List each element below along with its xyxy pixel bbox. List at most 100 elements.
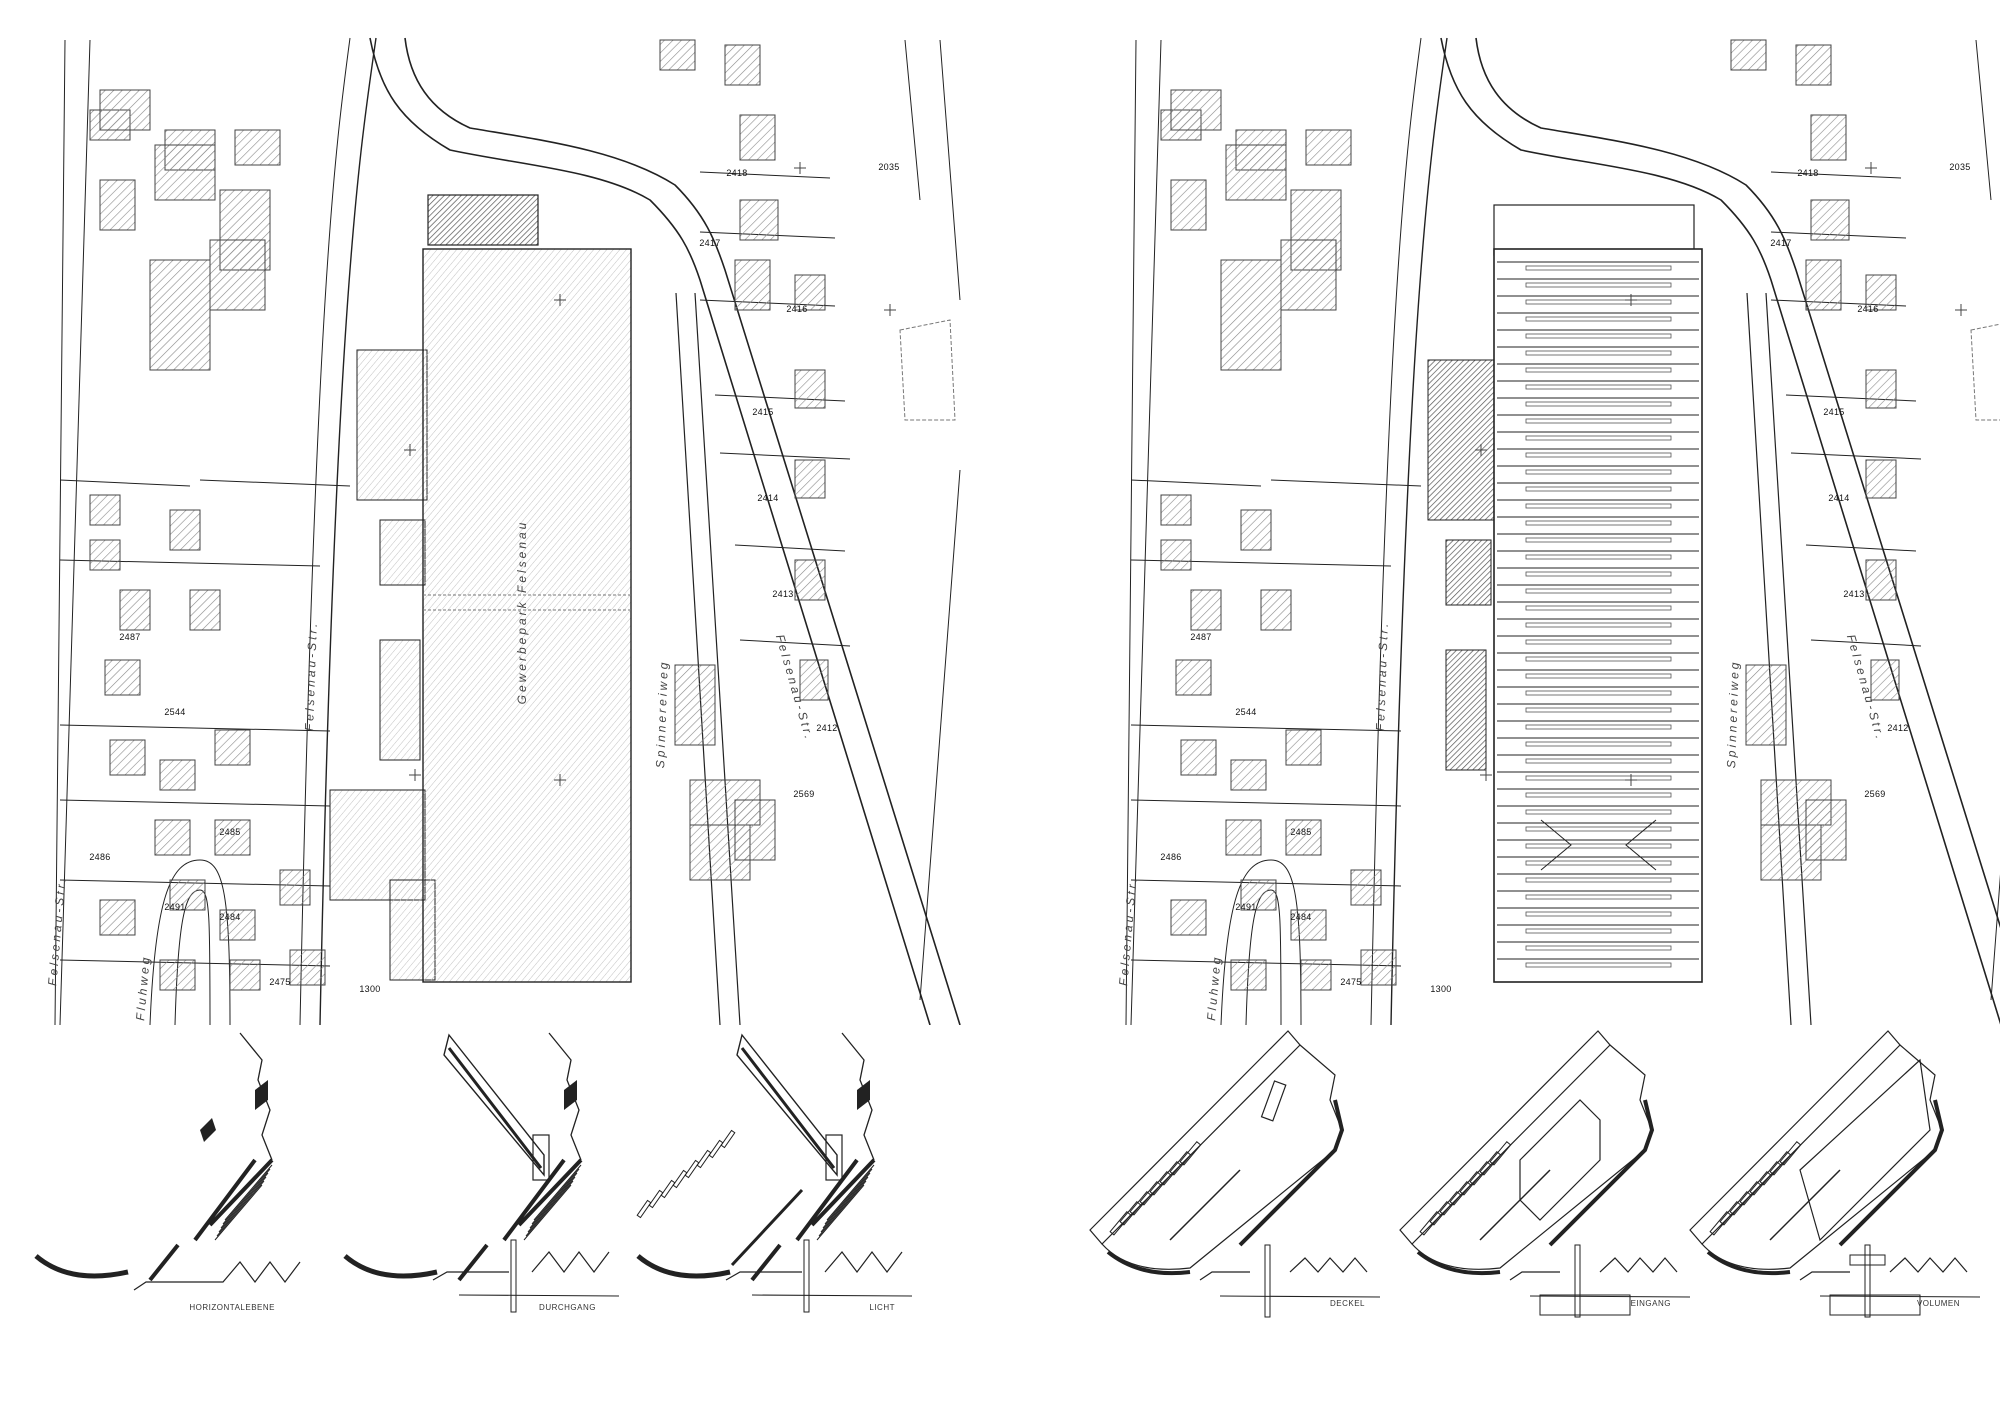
house	[1305, 129, 1352, 166]
road-felsenau-edge	[1475, 37, 2000, 929]
slab-shadow	[1548, 1099, 1655, 1247]
parcel-label: 2415	[752, 407, 773, 417]
skylight-slot	[1719, 1201, 1742, 1226]
road-felsenau-edge	[369, 37, 931, 1025]
section-volume	[1539, 1294, 1631, 1316]
house	[1865, 559, 1897, 601]
house	[1290, 909, 1327, 941]
house	[1170, 179, 1207, 231]
skylight-slot	[1459, 1171, 1482, 1196]
house	[209, 239, 266, 311]
entrance-volume	[1519, 1099, 1601, 1221]
skylight	[1525, 316, 1672, 322]
skylight-slot	[1129, 1191, 1152, 1216]
slab-edge	[1609, 1044, 1653, 1151]
house	[1810, 114, 1847, 161]
skylight	[1525, 452, 1672, 458]
house	[89, 494, 121, 526]
road-left-edge	[319, 37, 377, 1025]
parcel-label: 2413	[772, 589, 793, 599]
house	[149, 259, 211, 371]
skylight	[1525, 656, 1672, 662]
skylight-slot	[1469, 1161, 1492, 1186]
survey-cross	[1475, 444, 1487, 456]
slab-outline	[1101, 1149, 1336, 1270]
parcel-label: 2418	[1797, 168, 1818, 178]
survey-cross	[1625, 774, 1637, 786]
house	[219, 909, 256, 941]
house	[1170, 89, 1222, 131]
skylight-slot	[1169, 1151, 1192, 1176]
parcel-label: 2487	[119, 632, 140, 642]
house	[734, 259, 771, 311]
house	[1220, 259, 1282, 371]
parcel-label: 2475	[1340, 977, 1361, 987]
survey-cross	[409, 769, 421, 781]
parcel-line	[734, 544, 846, 552]
slab-shadow	[1838, 1099, 1945, 1247]
house	[794, 459, 826, 499]
house	[659, 39, 696, 71]
street-label: Spinnereiweg	[653, 659, 671, 768]
survey-cross	[1480, 769, 1492, 781]
parcel-label: 2416	[786, 304, 807, 314]
house	[169, 509, 201, 551]
house	[794, 274, 826, 311]
passage-tower	[532, 1134, 550, 1181]
skylight-slot	[1419, 1211, 1442, 1236]
slab-step	[222, 1168, 271, 1225]
light-strip	[730, 1188, 804, 1267]
tree-group	[899, 319, 956, 421]
house	[189, 589, 221, 631]
house	[99, 89, 151, 131]
parcel-label: 2486	[89, 852, 110, 862]
skylight	[1525, 571, 1672, 577]
box-volume	[1260, 1080, 1287, 1122]
house	[1160, 494, 1192, 526]
skylight	[1525, 792, 1672, 798]
parcel-line	[1130, 799, 1402, 807]
house	[169, 879, 206, 911]
house	[739, 114, 776, 161]
street-label: Fluhweg	[133, 954, 153, 1021]
parcel-label: 2414	[1828, 493, 1849, 503]
slab-notch	[564, 1080, 577, 1110]
skylight	[1525, 945, 1672, 951]
parcel-label: 2569	[1864, 789, 1885, 799]
parcel-label: 2484	[219, 912, 240, 922]
skylight-slot	[708, 1139, 724, 1159]
street-label: Felsenau-Str.	[302, 620, 320, 731]
house	[89, 539, 121, 571]
skylight-slot	[1179, 1141, 1202, 1166]
house	[1240, 509, 1272, 551]
parcel-label: 2412	[816, 723, 837, 733]
road-felsenau-edge	[1440, 37, 2000, 1025]
house	[739, 199, 779, 241]
house	[794, 559, 826, 601]
survey-cross	[1865, 162, 1877, 174]
road-felsenau-edge	[404, 37, 961, 1025]
survey-cross	[1625, 294, 1637, 306]
house	[1350, 869, 1382, 906]
slab-step	[824, 1168, 873, 1225]
slab-step	[523, 1184, 572, 1241]
survey-cross	[1955, 304, 1967, 316]
parcel-line	[1790, 452, 1922, 460]
map-content: 2035241824172416241524142413241225691300…	[1116, 37, 2000, 1025]
house	[1730, 39, 1767, 71]
skylight	[1525, 962, 1672, 968]
skylight-slot	[1449, 1181, 1472, 1206]
skylight	[1525, 350, 1672, 356]
section-shaft	[1264, 1244, 1271, 1318]
parcel-label: 2544	[164, 707, 185, 717]
survey-cross	[884, 304, 896, 316]
parcel-line	[1130, 724, 1402, 732]
parcel-label: 2475	[269, 977, 290, 987]
parcel-label: 2491	[1235, 902, 1256, 912]
site-plan-proposal: 2035241824172416241524142413241225691300…	[1116, 37, 2000, 1025]
skylight-slot	[1149, 1171, 1172, 1196]
skylight	[1525, 809, 1672, 815]
road-left-edge	[1390, 37, 1448, 1025]
house	[799, 659, 829, 701]
